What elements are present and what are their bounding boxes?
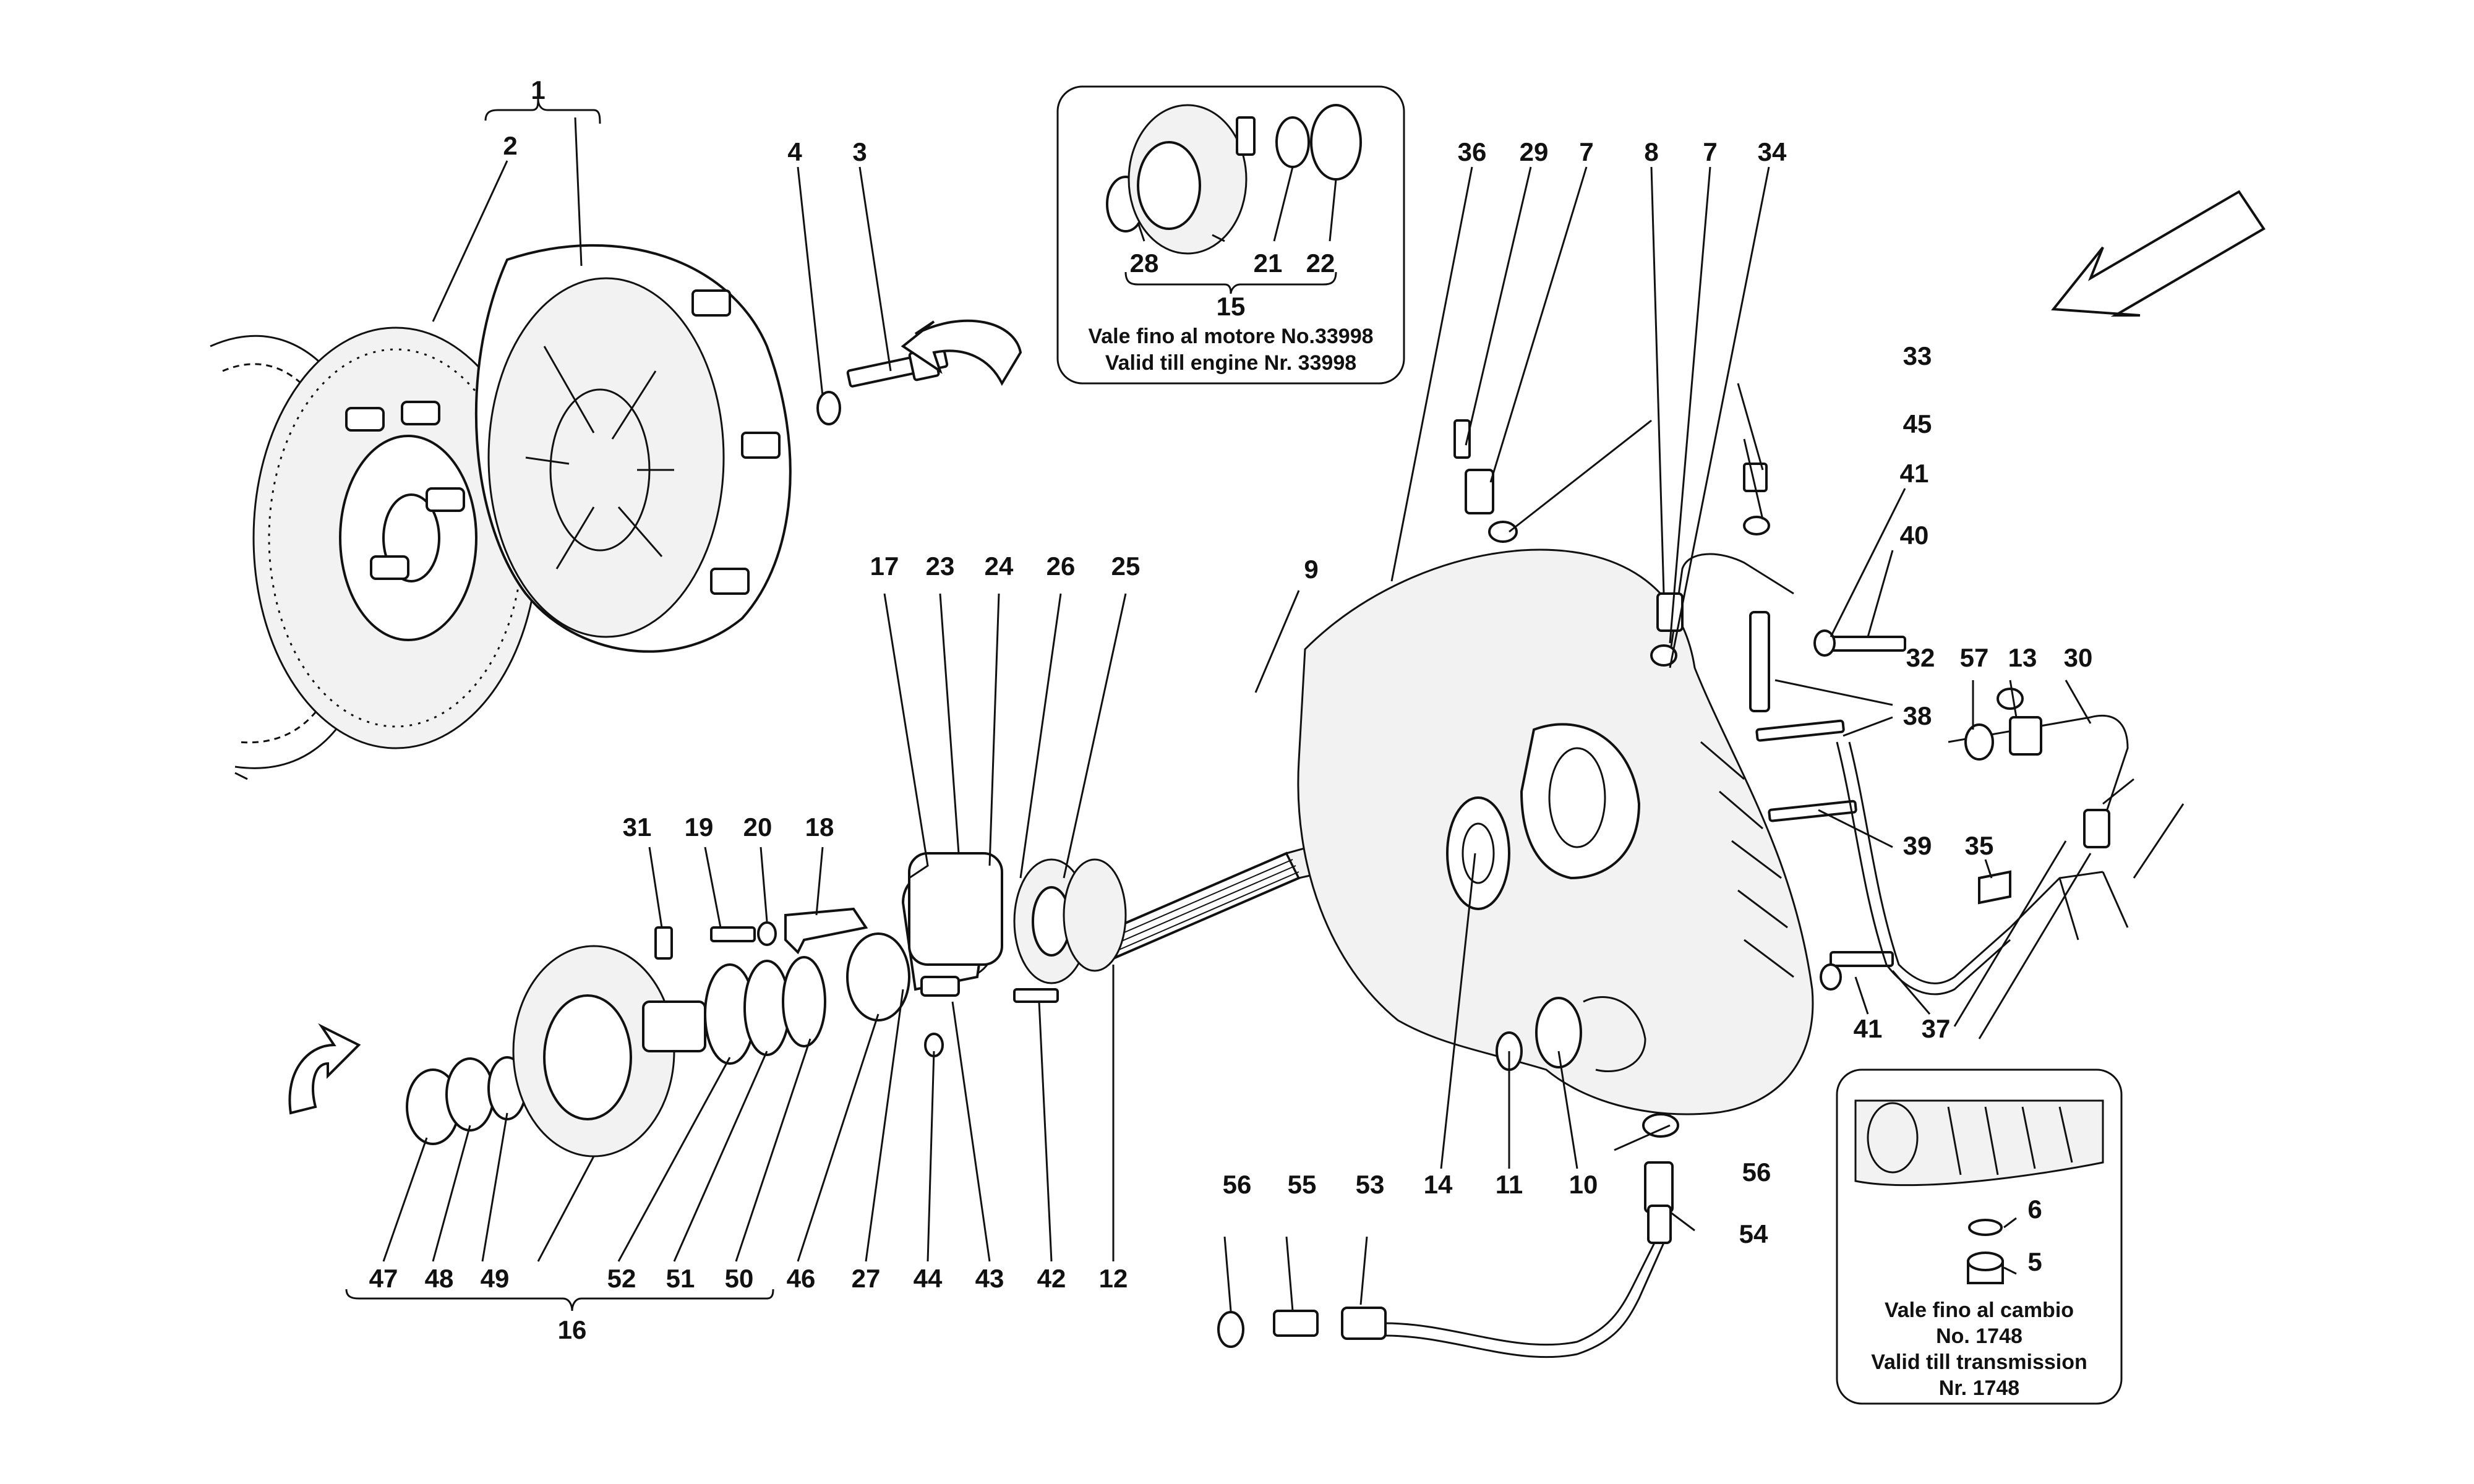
callout-19: 19 — [685, 812, 714, 842]
callout-54: 54 — [1739, 1219, 1768, 1248]
callout-51: 51 — [666, 1264, 695, 1293]
callout-56-right: 56 — [1742, 1158, 1771, 1187]
callout-16: 16 — [558, 1315, 587, 1344]
callout-24: 24 — [985, 552, 1014, 581]
hose-fitting-upper — [1650, 553, 1794, 667]
inset-engine-note-it: Vale fino al motore No.33998 — [1088, 325, 1373, 348]
callout-17: 17 — [870, 552, 899, 581]
callout-18: 18 — [805, 812, 834, 842]
callout-11: 11 — [1496, 1170, 1523, 1199]
callout-8: 8 — [1644, 137, 1658, 166]
callout-22: 22 — [1306, 249, 1335, 278]
bleeder-fitting — [1453, 419, 1518, 543]
callout-46: 46 — [787, 1264, 816, 1293]
clip-and-frame — [1953, 778, 2185, 1039]
callout-21: 21 — [1254, 249, 1283, 278]
callout-4: 4 — [787, 137, 802, 166]
callout-23: 23 — [926, 552, 955, 581]
clutch-disc — [252, 326, 539, 749]
callout-37: 37 — [1922, 1014, 1951, 1043]
callout-28: 28 — [1130, 249, 1159, 278]
studs — [1755, 719, 1857, 822]
inset-transmission-note-it-1: Vale fino al cambio — [1885, 1298, 2074, 1322]
callout-9: 9 — [1304, 555, 1318, 584]
inset-transmission-note-en-2: Nr. 1748 — [1939, 1376, 2019, 1400]
callout-38: 38 — [1903, 701, 1932, 730]
inset-engine-box — [1056, 85, 1405, 385]
callout-39: 39 — [1903, 831, 1932, 860]
callout-2: 2 — [503, 131, 517, 160]
small-fasteners — [920, 976, 1059, 1057]
callout-57: 57 — [1960, 643, 1989, 672]
callout-5: 5 — [2027, 1247, 2042, 1276]
callout-15: 15 — [1217, 292, 1246, 321]
callout-32: 32 — [1906, 643, 1935, 672]
sleeve — [1749, 611, 1770, 712]
callout-48: 48 — [425, 1264, 454, 1293]
callout-55: 55 — [1288, 1170, 1317, 1199]
pipe-and-bracket — [1948, 688, 2129, 848]
callout-27: 27 — [852, 1264, 881, 1293]
callout-47: 47 — [369, 1264, 398, 1293]
leader-lines — [345, 98, 2092, 1311]
callout-43: 43 — [975, 1264, 1004, 1293]
callout-41-upper: 41 — [1900, 459, 1929, 488]
callout-12: 12 — [1099, 1264, 1128, 1293]
callout-42: 42 — [1037, 1264, 1066, 1293]
callout-20: 20 — [743, 812, 773, 842]
inset-engine-note-en: Valid till engine Nr. 33998 — [1105, 351, 1356, 375]
clutch-cover — [474, 244, 792, 653]
callout-49: 49 — [481, 1264, 510, 1293]
callout-14: 14 — [1424, 1170, 1453, 1199]
rotation-arrow-upper — [901, 319, 1022, 386]
callout-26: 26 — [1047, 552, 1076, 581]
screws-right — [1743, 463, 1906, 991]
release-bearing-assembly — [406, 926, 826, 1158]
callout-7-upper-left: 7 — [1579, 137, 1593, 166]
release-fork — [710, 907, 868, 955]
direction-arrow — [2051, 190, 2266, 317]
callout-35: 35 — [1965, 831, 1994, 860]
flexible-hose-lower — [1217, 1113, 1679, 1358]
callout-44: 44 — [914, 1264, 943, 1293]
callout-41-lower: 41 — [1854, 1014, 1883, 1043]
callout-25: 25 — [1111, 552, 1141, 581]
callout-10: 10 — [1569, 1170, 1598, 1199]
callout-labels: 1 2 4 3 28 21 22 15 Vale fino al motore … — [369, 75, 2093, 1400]
callout-29: 29 — [1520, 137, 1549, 166]
callout-6: 6 — [2027, 1195, 2042, 1224]
callout-33: 33 — [1903, 341, 1932, 370]
callout-7-upper-right: 7 — [1703, 137, 1717, 166]
inset-transmission-note-en-1: Valid till transmission — [1871, 1350, 2087, 1374]
callout-31: 31 — [623, 812, 652, 842]
callout-50: 50 — [725, 1264, 754, 1293]
callout-56-left: 56 — [1223, 1170, 1252, 1199]
inset-transmission-note-it-2: No. 1748 — [1936, 1324, 2022, 1348]
flexible-hose-right — [1836, 741, 2011, 996]
inset-transmission-box — [1836, 1068, 2123, 1405]
callout-34: 34 — [1758, 137, 1787, 166]
rotation-arrow-lower — [288, 1023, 361, 1115]
callout-40: 40 — [1900, 521, 1929, 550]
bearing-hub — [846, 852, 1127, 1021]
callout-52: 52 — [607, 1264, 636, 1293]
callout-13: 13 — [2008, 643, 2037, 672]
callout-36: 36 — [1458, 137, 1487, 166]
callout-53: 53 — [1356, 1170, 1385, 1199]
clutch-housing — [1297, 548, 1814, 1115]
callout-45: 45 — [1903, 409, 1932, 438]
callout-3: 3 — [852, 137, 867, 166]
callout-30: 30 — [2064, 643, 2093, 672]
callout-1: 1 — [531, 75, 545, 104]
